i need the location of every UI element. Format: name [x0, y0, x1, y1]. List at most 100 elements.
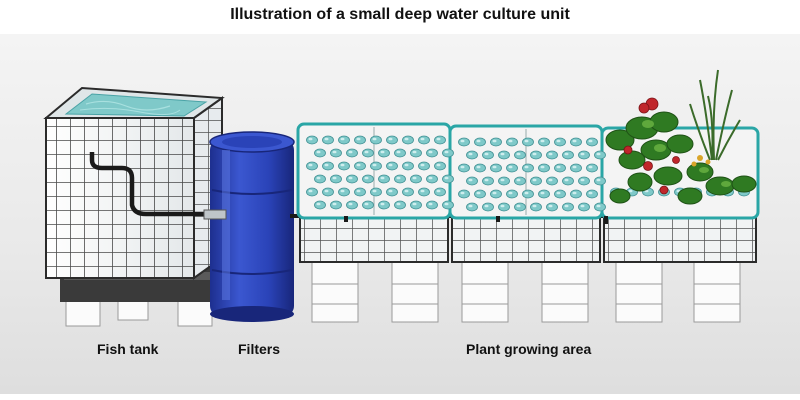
raft-hole — [562, 176, 574, 186]
fish-tank-blocks — [65, 295, 213, 327]
raft-hole — [346, 148, 358, 158]
raft-hole — [554, 137, 566, 147]
raft-hole — [530, 176, 542, 186]
raft-hole — [538, 189, 550, 199]
raft-hole — [410, 148, 422, 158]
raft-hole — [554, 189, 566, 199]
raft-hole — [474, 137, 486, 147]
raft-hole — [378, 200, 390, 210]
raft-hole — [394, 174, 406, 184]
raft-hole — [586, 189, 598, 199]
fish-tank-label: Fish tank — [97, 341, 159, 357]
raft-hole — [418, 135, 430, 145]
raft-hole — [378, 148, 390, 158]
raft-hole — [506, 163, 518, 173]
raft-hole — [370, 161, 382, 171]
raft-hole — [394, 148, 406, 158]
raft-hole — [434, 187, 446, 197]
raft-hole — [330, 148, 342, 158]
raft-hole — [458, 137, 470, 147]
raft-hole — [362, 174, 374, 184]
raft-plant-holes — [306, 135, 750, 212]
raft-hole — [506, 137, 518, 147]
raft-hole — [498, 176, 510, 186]
raft-hole — [402, 187, 414, 197]
tomato-plant — [605, 111, 757, 205]
raft-hole — [314, 148, 326, 158]
raft-hole — [322, 135, 334, 145]
raft-hole — [410, 200, 422, 210]
plants — [605, 69, 757, 205]
raft-hole — [434, 161, 446, 171]
raft-hole — [402, 161, 414, 171]
raft-hole — [410, 174, 422, 184]
raft-hole — [482, 150, 494, 160]
raft-hole — [458, 189, 470, 199]
raft-hole — [426, 200, 438, 210]
raft-hole — [442, 148, 454, 158]
raft-hole — [346, 174, 358, 184]
raft-hole — [306, 135, 318, 145]
raft-hole — [346, 200, 358, 210]
raft-hole — [594, 202, 606, 212]
raft-hole — [330, 174, 342, 184]
raft-hole — [490, 189, 502, 199]
raft-hole — [386, 135, 398, 145]
raft-hole — [306, 187, 318, 197]
raft-hole — [530, 150, 542, 160]
raft-hole — [394, 200, 406, 210]
raft-hole — [442, 174, 454, 184]
raft-hole — [338, 135, 350, 145]
raft-hole — [586, 137, 598, 147]
raft-hole — [594, 150, 606, 160]
diagram-title: Illustration of a small deep water cultu… — [230, 6, 570, 23]
raft-hole — [522, 189, 534, 199]
raft-hole — [306, 161, 318, 171]
raft-hole — [402, 135, 414, 145]
raft-hole — [586, 163, 598, 173]
raft-hole — [418, 187, 430, 197]
raft-hole — [514, 176, 526, 186]
raft-hole — [538, 137, 550, 147]
filters-label: Filters — [238, 341, 281, 357]
raft-hole — [466, 150, 478, 160]
raft-hole — [498, 202, 510, 212]
grass-plant — [689, 69, 741, 161]
raft-hole — [370, 135, 382, 145]
raft-hole — [362, 148, 374, 158]
raft-hole — [338, 187, 350, 197]
raft-hole — [522, 163, 534, 173]
raft-hole — [578, 150, 590, 160]
raft-hole — [426, 174, 438, 184]
raft-hole — [354, 135, 366, 145]
raft-hole — [434, 135, 446, 145]
raft-hole — [370, 187, 382, 197]
raft-hole — [514, 202, 526, 212]
raft-hole — [362, 200, 374, 210]
raft-hole — [482, 202, 494, 212]
raft-hole — [506, 189, 518, 199]
filter-barrel — [203, 131, 295, 322]
raft-hole — [554, 163, 566, 173]
raft-hole — [546, 150, 558, 160]
raft-hole — [330, 200, 342, 210]
raft-hole — [570, 163, 582, 173]
raft-hole — [322, 187, 334, 197]
fish-tank — [43, 86, 228, 327]
raft-hole — [338, 161, 350, 171]
raft-hole — [474, 189, 486, 199]
raft-hole — [490, 137, 502, 147]
raft-hole — [386, 187, 398, 197]
raft-hole — [538, 163, 550, 173]
raft-hole — [570, 137, 582, 147]
raft-hole — [442, 200, 454, 210]
raft-hole — [490, 163, 502, 173]
raft-hole — [458, 163, 470, 173]
raft-hole — [498, 150, 510, 160]
raft-hole — [482, 176, 494, 186]
plant-growing-area-label: Plant growing area — [466, 341, 592, 357]
raft-hole — [354, 187, 366, 197]
raft-hole — [562, 202, 574, 212]
title-bar: Illustration of a small deep water cultu… — [0, 0, 800, 30]
